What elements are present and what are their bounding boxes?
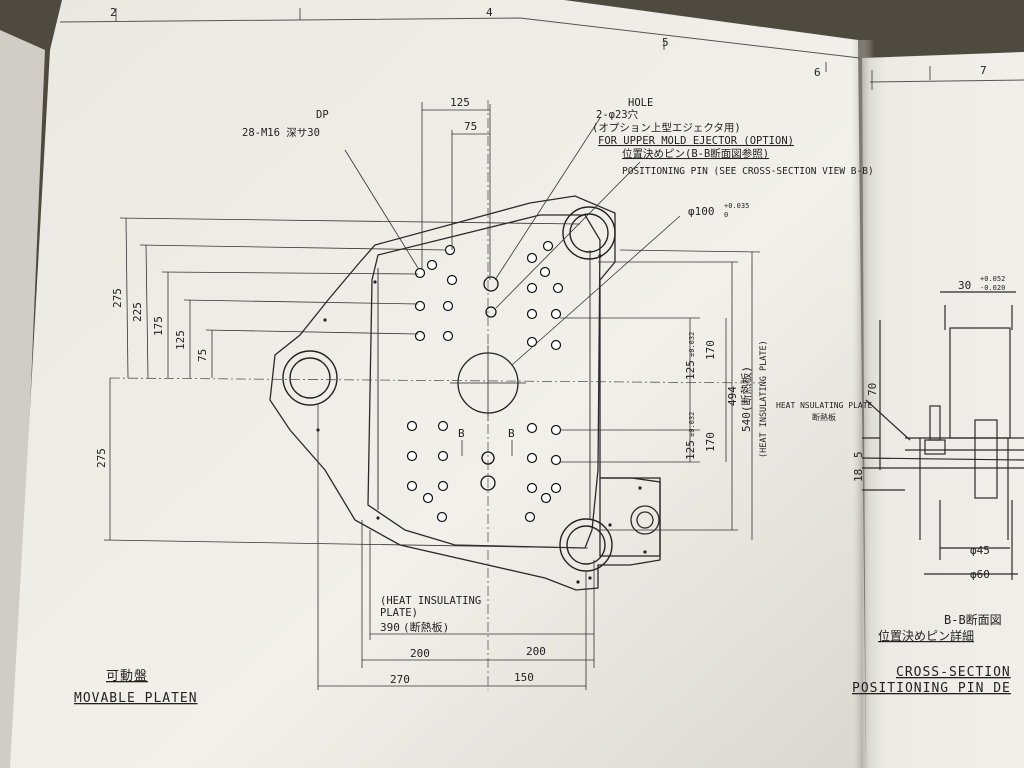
column-mark: 6 — [814, 66, 821, 79]
dim-value: 225 — [131, 302, 144, 322]
column-mark: 5 — [662, 36, 669, 49]
dp-label: DP — [316, 109, 329, 121]
cross-section-title: CROSS-SECTION — [896, 665, 1011, 680]
cross-section-drawing — [861, 291, 1024, 580]
dim-note: (HEAT INSULATING PLATE) — [759, 340, 769, 458]
platen-drawing — [269, 195, 661, 591]
drawing-notes: DP 28-M16 深サ30 HOLE 2-φ23穴 (オプション上型エジェクタ… — [242, 97, 874, 619]
heat-plate-label: (HEAT INSULATING — [380, 595, 481, 607]
dim-value: 390 — [380, 621, 400, 634]
tab-hole — [630, 505, 660, 535]
column-mark: 7 — [980, 64, 987, 77]
centerlines — [109, 100, 761, 690]
dimension-values: 125 75 275 225 175 125 75 275 170 125 ±0… — [95, 96, 769, 686]
dim-value: 270 — [390, 673, 410, 686]
dim-value: 275 — [95, 448, 108, 468]
dim-dia-60: φ60 — [970, 568, 990, 581]
dp-spec: 28-M16 深サ30 — [242, 127, 320, 139]
dim-value: 125 — [450, 96, 470, 109]
tie-bar-hole — [559, 518, 613, 572]
pin-dia-30-tol-lower: -0.020 — [980, 284, 1005, 292]
dim-tolerance: ±0.032 — [688, 332, 696, 357]
heat-plate-outline — [367, 214, 601, 549]
dim-value: 75 — [196, 349, 209, 362]
hole-label: HOLE — [628, 97, 653, 109]
dim-dia-45: φ45 — [970, 544, 990, 557]
leader-lines — [344, 117, 681, 456]
section-mark: B — [508, 427, 515, 440]
dim-value: 170 — [704, 340, 717, 360]
inner-frame — [377, 250, 591, 520]
dim-value: 175 — [152, 316, 165, 336]
column-mark: 4 — [486, 6, 493, 19]
tie-bar-hole — [562, 206, 616, 260]
dim-value: 125 — [684, 440, 697, 460]
ejector-holes — [480, 276, 499, 491]
pin-note-en: POSITIONING PIN (SEE CROSS-SECTION VIEW … — [622, 166, 874, 177]
left-page — [10, 0, 866, 768]
option-note-jp: (オプション上型エジェクタ用) — [592, 121, 741, 134]
heat-plate-label: PLATE) — [380, 607, 418, 619]
dim-note: (断熱板) — [403, 620, 449, 634]
cross-section-title: POSITIONING PIN DE — [852, 681, 1011, 696]
tab-bracket — [599, 477, 661, 557]
dia-100-tol-lower: 0 — [724, 211, 728, 219]
dimension-lines — [103, 102, 761, 690]
heat-plate-callout: HEAT NSULATING PLATE — [776, 401, 873, 410]
column-marks: 2 4 5 6 7 — [110, 6, 987, 79]
pin-dia-30-tol-upper: +0.052 — [980, 275, 1005, 283]
tapped-holes — [406, 240, 564, 523]
dim-70: 70 — [866, 383, 879, 396]
drawing-title: 可動盤 MOVABLE PLATEN — [74, 669, 198, 706]
option-note-en: FOR UPPER MOLD EJECTOR (OPTION) — [598, 135, 794, 147]
dim-value: 540(断熱板) — [739, 366, 753, 432]
section-title-jp: B-B断面図 — [944, 612, 1002, 627]
cross-section-text: 30 +0.052 -0.020 70 18 5 HEAT NSULATING … — [776, 275, 1011, 696]
hole-spec: 2-φ23穴 — [596, 108, 639, 121]
dim-value: 170 — [704, 432, 717, 452]
dim-value: 150 — [514, 671, 534, 684]
dim-tolerance: ±0.032 — [688, 412, 696, 437]
section-mark: B — [458, 427, 465, 440]
dim-value: 275 — [111, 288, 124, 308]
dia-100: φ100 — [688, 205, 715, 218]
pin-detail-jp: 位置決めピン詳細 — [878, 628, 974, 643]
dim-value: 200 — [526, 645, 546, 658]
dim-value: 125 — [174, 330, 187, 350]
dim-5: 5 — [852, 451, 865, 458]
heat-plate-callout-jp: 断熱板 — [812, 412, 836, 422]
dim-value: 200 — [410, 647, 430, 660]
title-en: MOVABLE PLATEN — [74, 691, 198, 706]
pin-note-jp: 位置決めピン(B-B断面図参照) — [622, 147, 769, 160]
dim-18: 18 — [852, 469, 865, 482]
column-mark: 2 — [110, 6, 117, 19]
dia-100-tol-upper: +0.035 — [724, 202, 749, 210]
dim-value: 75 — [464, 120, 477, 133]
right-page — [862, 52, 1024, 768]
pin-dia-30: 30 — [958, 279, 971, 292]
dim-value: 494 — [726, 386, 739, 406]
dim-value: 125 — [684, 360, 697, 380]
underlying-page — [0, 30, 45, 768]
page-border — [59, 8, 1024, 90]
tie-bar-holes — [282, 206, 616, 572]
tie-bar-hole — [282, 350, 338, 406]
title-jp: 可動盤 — [106, 669, 148, 684]
